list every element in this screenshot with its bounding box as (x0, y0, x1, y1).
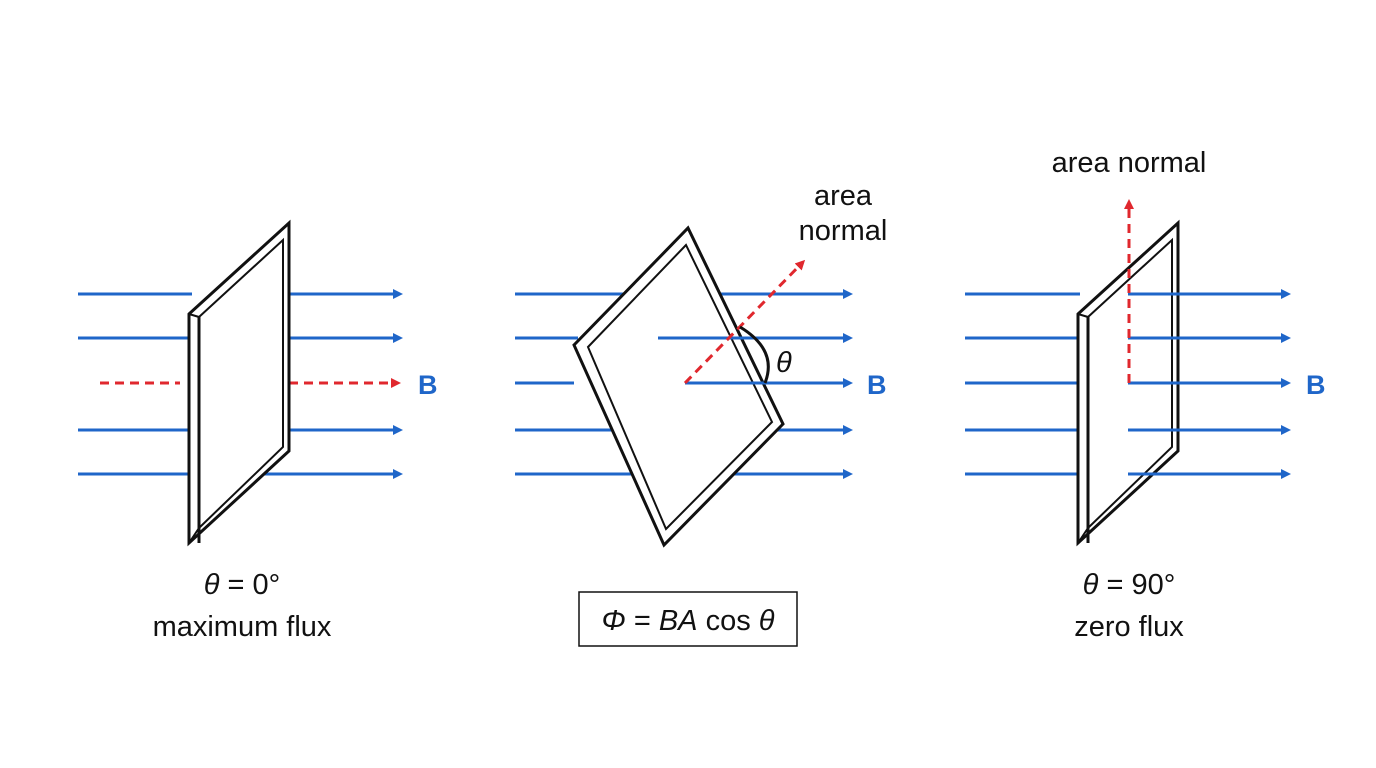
area-normal-label-line2: normal (799, 215, 888, 247)
field-label-b: B (418, 370, 438, 400)
area-normal-label: area normal (1052, 147, 1207, 179)
panel-theta-general: θ B area normal Φ = BA cos θ (515, 180, 888, 647)
panel-theta-0: B θ = 0° maximum flux (78, 219, 438, 643)
formula-box (578, 591, 798, 647)
field-label-b: B (1306, 370, 1326, 400)
panel-theta-90: B area normal θ = 90° zero flux (965, 147, 1326, 643)
field-lines-left-segments (965, 292, 1080, 476)
formula-phi: Φ (601, 605, 625, 637)
loop-plate (187, 219, 291, 547)
theta-symbol: θ (1083, 569, 1099, 601)
formula-cos: cos (698, 605, 759, 637)
flux-formula: Φ = BA cos θ (601, 605, 774, 637)
area-normal-label-line1: area (814, 180, 873, 212)
angle-caption: θ = 90° (1083, 569, 1176, 601)
angle-marker-theta: θ (776, 347, 792, 379)
field-arrows (1128, 289, 1291, 479)
flux-caption: zero flux (1074, 611, 1184, 643)
angle-arc (739, 325, 770, 384)
theta-symbol: θ (204, 569, 220, 601)
area-normal-arrow (683, 259, 806, 385)
field-lines-left-segments (78, 292, 192, 476)
formula-theta: θ (759, 605, 775, 637)
loop-plate (572, 225, 785, 548)
flux-caption: maximum flux (153, 611, 332, 643)
angle-value: = 90° (1098, 569, 1175, 601)
formula-ba: BA (659, 605, 698, 637)
field-label-b: B (867, 370, 887, 400)
formula-eq: = (626, 605, 659, 637)
angle-value: = 0° (219, 569, 280, 601)
angle-caption: θ = 0° (204, 569, 281, 601)
